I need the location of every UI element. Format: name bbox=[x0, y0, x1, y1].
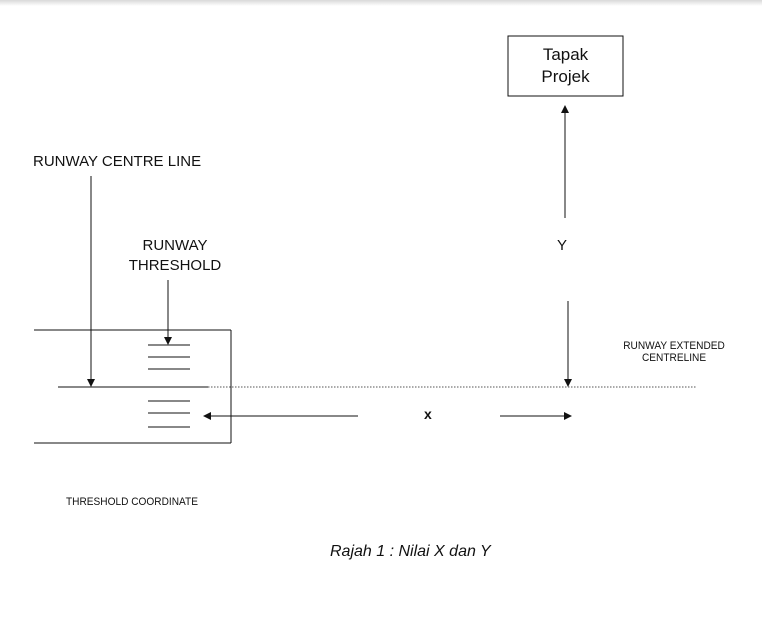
x-distance-label: x bbox=[424, 406, 432, 422]
top-shadow-bar bbox=[0, 0, 762, 6]
extended-centreline-label-line1: RUNWAY EXTENDED bbox=[623, 340, 725, 352]
y-distance-label: Y bbox=[557, 237, 568, 254]
runway-threshold-label-line2: THRESHOLD bbox=[128, 257, 222, 274]
extended-centreline-label-line2: CENTRELINE bbox=[641, 352, 707, 364]
runway-threshold-label: RUNWAY THRESHOLD bbox=[115, 236, 235, 276]
runway-centre-line-label: RUNWAY CENTRE LINE bbox=[33, 153, 202, 170]
project-site-label-line2: Projek bbox=[541, 67, 590, 86]
project-site-label: Tapak Projek bbox=[508, 36, 623, 96]
extended-centreline-label: RUNWAY EXTENDED CENTRELINE bbox=[617, 340, 731, 364]
runway-threshold-label-line1: RUNWAY bbox=[142, 237, 208, 254]
project-site-box bbox=[507, 35, 624, 97]
figure-caption: Rajah 1 : Nilai X dan Y bbox=[330, 543, 491, 560]
threshold-coordinate-label: THRESHOLD COORDINATE bbox=[66, 496, 198, 508]
project-site-label-line1: Tapak bbox=[542, 45, 589, 64]
